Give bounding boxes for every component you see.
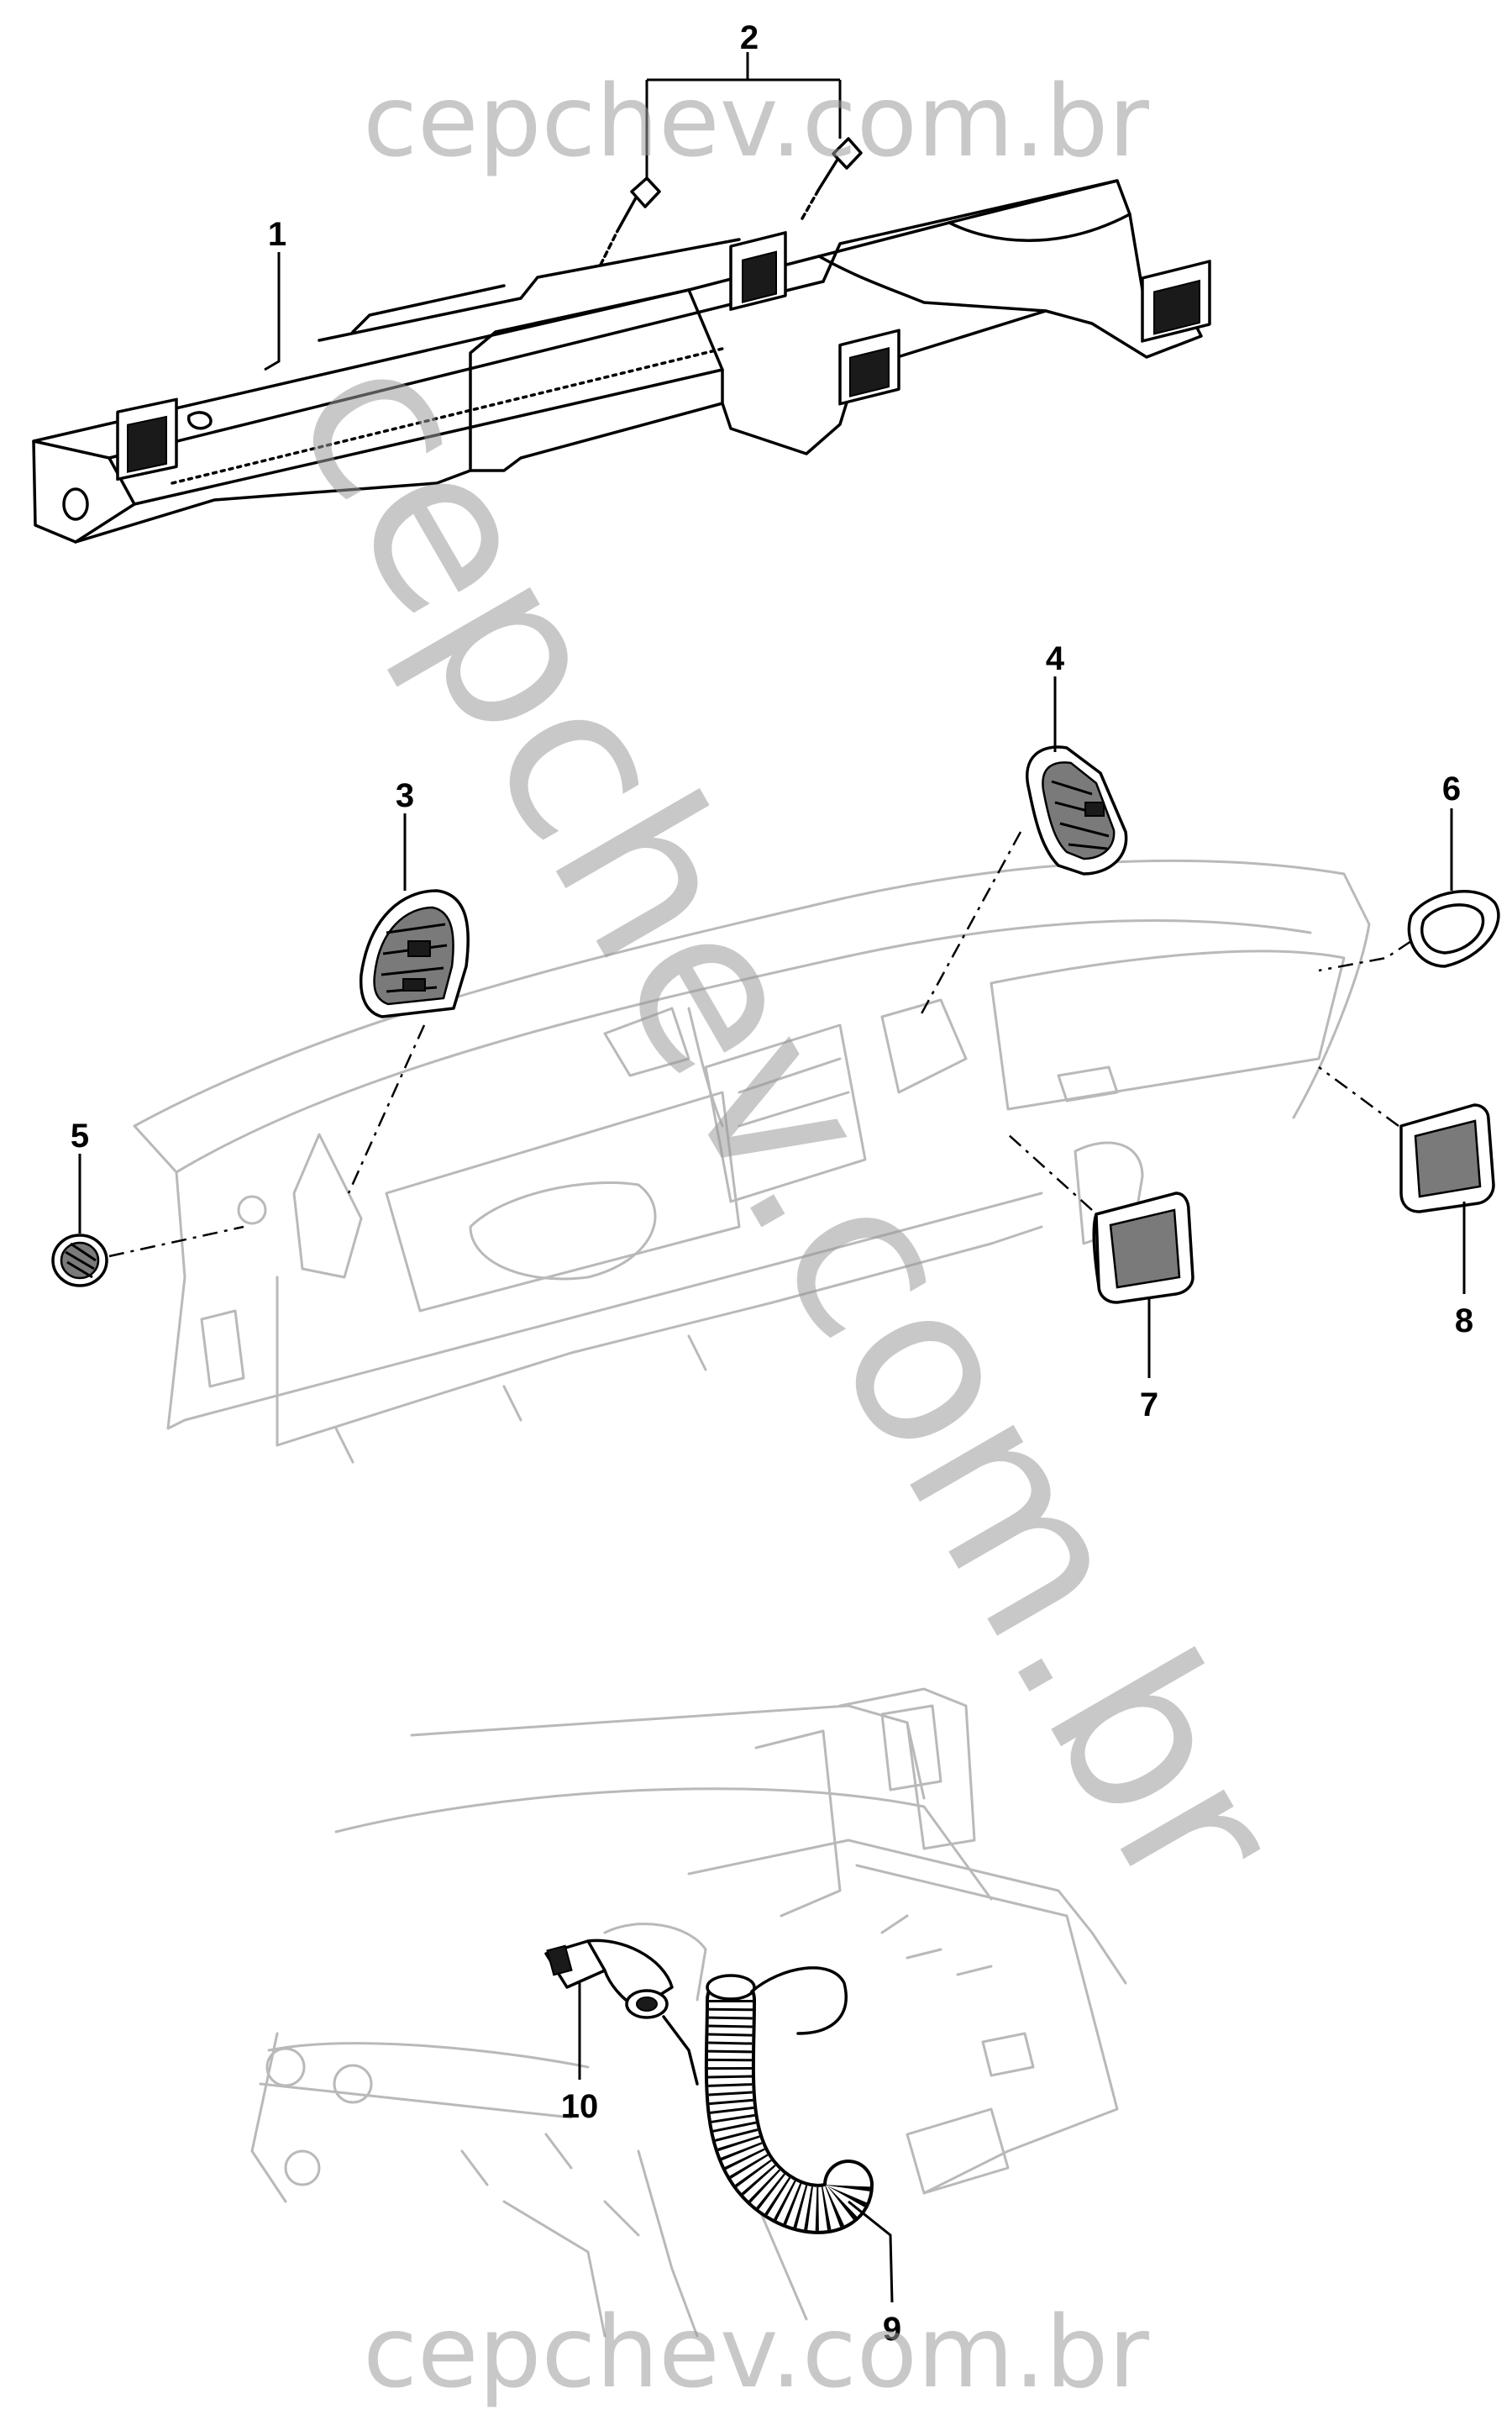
round-vent-knob: [51, 1234, 108, 1287]
callout-7: 7: [1140, 1386, 1158, 1423]
leader-2: [645, 52, 842, 181]
callout-2: 2: [740, 19, 759, 56]
leader-1: [264, 252, 281, 371]
callout-10: 10: [561, 2088, 599, 2125]
callout-8: 8: [1455, 1302, 1473, 1339]
watermark-top: cepchev.com.br: [363, 63, 1149, 179]
dash-line-5: [108, 1225, 244, 1258]
callout-5: 5: [71, 1118, 89, 1155]
duct-connector: [544, 1939, 699, 2086]
dash-line-8: [1318, 1065, 1399, 1128]
dash-line-4: [918, 831, 1022, 1018]
under-dash-ghost: [250, 1687, 1127, 2338]
watermark-diagonal: cepchev.com.br: [244, 308, 1331, 1938]
corrugated-hose: [704, 1966, 874, 2234]
air-duct-assembly: [32, 179, 1211, 544]
vent-center-grille: [1026, 745, 1128, 876]
dash-line-3: [347, 1024, 426, 1194]
screw-right: [801, 137, 863, 220]
side-outlet-right: [1399, 1103, 1495, 1213]
callout-3: 3: [396, 777, 414, 814]
callout-9: 9: [883, 2311, 901, 2348]
leader-9: [848, 2200, 894, 2303]
screw-left: [599, 176, 661, 266]
side-outlet-left: [1092, 1192, 1194, 1304]
callout-4: 4: [1046, 640, 1065, 677]
dash-line-6: [1318, 939, 1412, 972]
vent-left-grille: [359, 889, 470, 1018]
watermark-bottom: cepchev.com.br: [363, 2294, 1149, 2410]
callout-1: 1: [268, 216, 286, 253]
vent-ring: [1407, 890, 1500, 968]
callout-6: 6: [1442, 771, 1461, 808]
dash-line-7: [1007, 1134, 1093, 1211]
